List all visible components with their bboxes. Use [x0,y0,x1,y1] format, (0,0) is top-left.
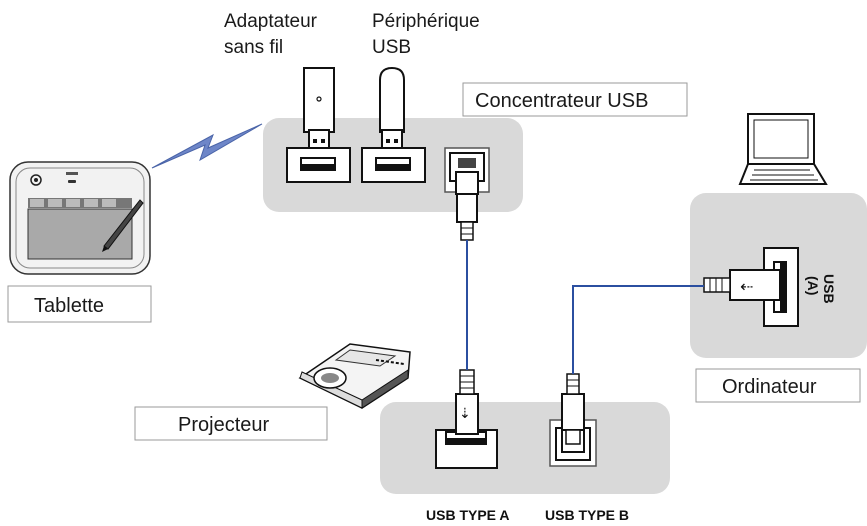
computer-port-label-line1: USB [821,274,837,304]
usb-hub-label: Concentrateur USB [475,90,648,112]
wireless-signal-icon [151,123,263,169]
projector-label-box: Projecteur [134,406,328,441]
tablet-label-box: Tablette [7,285,152,323]
wireless-adapter-label-line2: sans fil [224,37,283,58]
wireless-adapter-label-line1: Adaptateur [224,11,318,32]
usb-trident-icon: ⇠ [740,277,753,296]
usb-device-label-line2: USB [372,37,411,58]
tablet-label: Tablette [34,295,104,317]
projector-usb-b-port [549,373,597,467]
projector-to-computer-cable [572,285,704,374]
tablet-icon [9,161,151,275]
projector-label: Projecteur [178,414,269,436]
computer-label: Ordinateur [722,376,817,398]
usb-type-b-label: USB TYPE B [545,507,629,523]
projector-usb-a-port: ⇣ [435,369,498,469]
projector-icon [298,343,411,409]
computer-port-label-line2: (A) [805,276,821,295]
usb-type-a-label: USB TYPE A [426,507,510,523]
wireless-adapter-icon [303,67,335,151]
usb-device-label-line1: Périphérique [372,11,480,32]
hub-usb-a-port-1 [286,147,351,183]
laptop-icon [738,113,828,185]
hub-usb-b-port [444,147,490,241]
usb-trident-icon-projector: ⇣ [459,406,471,422]
usb-hub-label-box: Concentrateur USB [462,82,688,117]
hub-usb-a-port-2 [361,147,426,183]
computer-label-box: Ordinateur [695,368,861,403]
computer-usb-a-port: ⇠ [703,247,799,327]
usb-device-icon [379,66,405,151]
projector-panel [380,402,670,494]
